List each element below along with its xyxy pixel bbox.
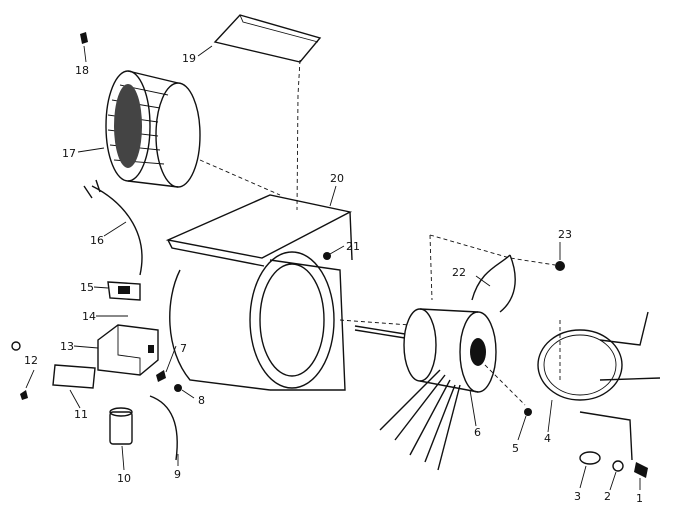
label-19: 19 [182, 52, 196, 65]
label-9: 9 [174, 468, 181, 481]
label-20: 20 [330, 172, 344, 185]
control-box [97, 324, 159, 376]
motor-mounting-ring [537, 329, 623, 401]
blower-motor [354, 308, 497, 393]
leader-lines [25, 45, 641, 491]
label-3: 3 [574, 490, 581, 503]
label-13: 13 [60, 340, 74, 353]
label-2: 2 [604, 490, 611, 503]
mounting-legs [579, 311, 661, 461]
label-5: 5 [512, 442, 519, 455]
wiring-harness [83, 179, 143, 276]
label-22: 22 [452, 266, 466, 279]
motor-nut [555, 261, 565, 271]
box-cover-plate [52, 364, 96, 389]
mounting-screw [156, 370, 166, 382]
label-15: 15 [80, 281, 94, 294]
wire-lead [149, 395, 178, 461]
capacitor [109, 407, 133, 445]
housing-screw [323, 252, 331, 260]
label-12: 12 [24, 354, 38, 367]
label-1: 1 [636, 492, 643, 505]
label-4: 4 [544, 432, 551, 445]
label-21: 21 [346, 240, 360, 253]
blower-housing [165, 194, 353, 391]
blower-wheel [105, 70, 201, 188]
mounting-nut [174, 384, 182, 392]
label-14: 14 [82, 310, 96, 323]
relay-bracket [107, 281, 141, 301]
label-10: 10 [117, 472, 131, 485]
label-18: 18 [75, 64, 89, 77]
part-number-labels: 19 18 17 16 15 14 13 12 11 10 9 8 7 6 5 … [24, 52, 643, 505]
label-17: 17 [62, 147, 76, 160]
label-11: 11 [74, 408, 88, 421]
label-16: 16 [90, 234, 104, 247]
ring-bolt [524, 408, 532, 416]
label-8: 8 [198, 394, 205, 407]
bolt [634, 462, 648, 478]
label-23: 23 [558, 228, 572, 241]
cover-screw [20, 390, 28, 400]
assembly-guide-lines [199, 59, 561, 406]
grommet [579, 451, 601, 465]
wire-clip [11, 341, 21, 351]
washer [612, 460, 624, 472]
set-screw [80, 32, 88, 44]
motor-leads [379, 254, 516, 471]
top-cover-plate [213, 14, 322, 63]
label-6: 6 [474, 426, 481, 439]
label-7: 7 [180, 342, 187, 355]
